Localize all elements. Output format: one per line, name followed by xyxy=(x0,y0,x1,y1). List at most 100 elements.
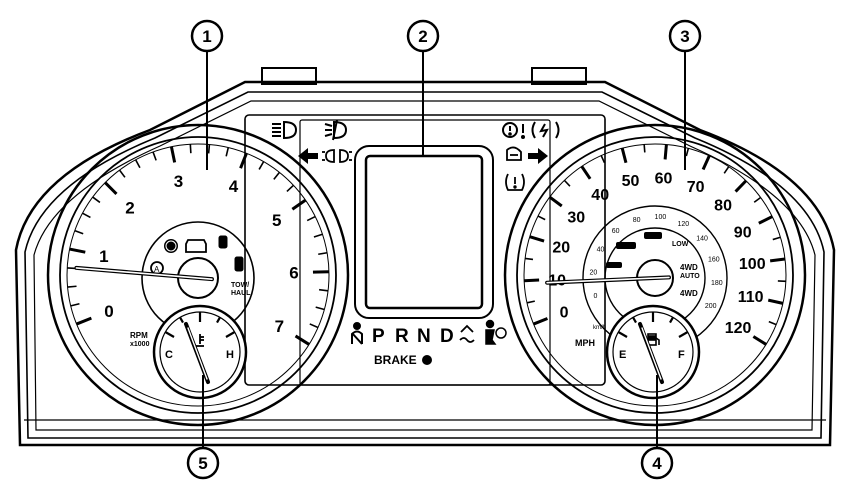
left-turn-signal-icon xyxy=(298,148,318,164)
speed-tick xyxy=(769,257,786,263)
speed-tick xyxy=(600,155,606,164)
kmh-number: 60 xyxy=(612,228,620,235)
seatbelt-icon xyxy=(351,322,363,345)
tach-tick xyxy=(67,285,77,288)
callout-4-label: 4 xyxy=(652,454,662,473)
tach-tick xyxy=(291,198,307,211)
check-engine-icon xyxy=(185,239,207,253)
tachometer-needle-highlight xyxy=(75,267,213,280)
tach-tick xyxy=(286,184,295,193)
kmh-number: 100 xyxy=(655,214,667,221)
callout-1: 1 xyxy=(190,19,224,170)
kmh-number: 120 xyxy=(677,221,689,228)
speed-tick xyxy=(772,236,781,241)
tow-haul-label-2: HAUL xyxy=(231,290,251,297)
speed-tick xyxy=(643,144,646,153)
speed-tick xyxy=(753,196,762,203)
speed-tick xyxy=(734,179,748,193)
speed-tick xyxy=(524,257,534,261)
tach-number: 3 xyxy=(174,172,183,191)
tow-haul-label: TOW/ xyxy=(231,282,249,289)
4wd-auto-label: 4WD xyxy=(680,263,698,272)
speed-tick xyxy=(524,278,540,283)
park-lamps-icon xyxy=(322,149,352,163)
speed-tick xyxy=(701,155,711,171)
tach-number: 4 xyxy=(229,177,239,196)
mph-number: 120 xyxy=(725,320,752,337)
mph-number: 100 xyxy=(739,256,766,273)
tach-tick xyxy=(134,159,141,169)
gauge-tick xyxy=(179,316,184,324)
tach-tick xyxy=(169,146,177,163)
tach-tick xyxy=(294,334,310,346)
tach-tick xyxy=(225,147,230,157)
mph-number: 90 xyxy=(734,224,752,241)
high-beam-icon xyxy=(272,120,298,140)
speed-tick xyxy=(768,320,777,326)
temp-hot-label: H xyxy=(226,349,234,361)
tach-number: 5 xyxy=(272,211,281,230)
gauge-tick xyxy=(669,316,674,324)
low-range-label: LOW xyxy=(672,241,689,248)
mph-number: 80 xyxy=(714,198,732,215)
tach-tick xyxy=(319,288,329,292)
gauge-tick xyxy=(225,331,236,338)
callout-5: 5 xyxy=(186,375,220,480)
auto-stop-icon: A xyxy=(150,261,164,275)
speedometer-ticks xyxy=(524,144,786,346)
esc-icon xyxy=(218,235,228,249)
tach-tick xyxy=(92,196,101,204)
speedometer-needle-highlight xyxy=(546,276,670,284)
kmh-unit-label: km/h xyxy=(593,325,606,331)
right-turn-signal-icon xyxy=(528,148,548,164)
speed-tick xyxy=(526,300,535,304)
mph-number: 70 xyxy=(687,179,705,196)
temperature-ticks xyxy=(164,312,236,338)
tach-number: 2 xyxy=(125,198,134,217)
speed-tick xyxy=(537,215,546,221)
speed-tick xyxy=(767,298,784,305)
speed-tick xyxy=(620,147,628,164)
kmh-number: 40 xyxy=(597,247,605,254)
tachometer-ticks xyxy=(67,144,329,346)
tach-tick xyxy=(207,144,211,154)
vehicle-4wd-icons xyxy=(606,232,662,268)
gauge-tick xyxy=(617,331,628,338)
gauge-tick xyxy=(678,331,689,338)
callout-3-label: 3 xyxy=(680,27,689,46)
tach-tick xyxy=(258,161,265,170)
tach-number: 1 xyxy=(99,247,108,266)
kmh-number: 160 xyxy=(708,256,720,263)
rpm-unit-label: RPM xyxy=(130,331,148,340)
speed-tick xyxy=(723,166,730,174)
tach-tick xyxy=(75,316,92,326)
airbag-icon xyxy=(485,319,507,345)
brake-warning-icon xyxy=(502,121,560,139)
fuel-ticks xyxy=(617,312,689,338)
tach-tick xyxy=(70,302,80,307)
tach-tick xyxy=(239,152,248,169)
speed-tick xyxy=(529,235,545,243)
tach-tick xyxy=(74,229,84,235)
gauge-tick xyxy=(164,331,175,338)
speed-tick xyxy=(752,335,767,346)
tach-number: 7 xyxy=(275,317,284,336)
tach-tick xyxy=(318,251,328,256)
brake-label: BRAKE xyxy=(374,353,417,367)
speed-tick xyxy=(758,215,773,225)
callout-5-label: 5 xyxy=(198,454,207,473)
temperature-gauge: C H xyxy=(152,304,248,400)
tach-tick xyxy=(313,233,323,238)
speed-tick xyxy=(580,165,592,180)
mph-unit-label: MPH xyxy=(575,338,595,348)
speed-tick xyxy=(663,144,668,160)
tach-tick xyxy=(118,169,126,178)
mph-number: 50 xyxy=(622,173,640,190)
gear-n: N xyxy=(417,326,431,347)
speedometer: 0102030405060708090100110120 02040608010… xyxy=(503,123,807,427)
kmh-number: 80 xyxy=(633,217,641,224)
